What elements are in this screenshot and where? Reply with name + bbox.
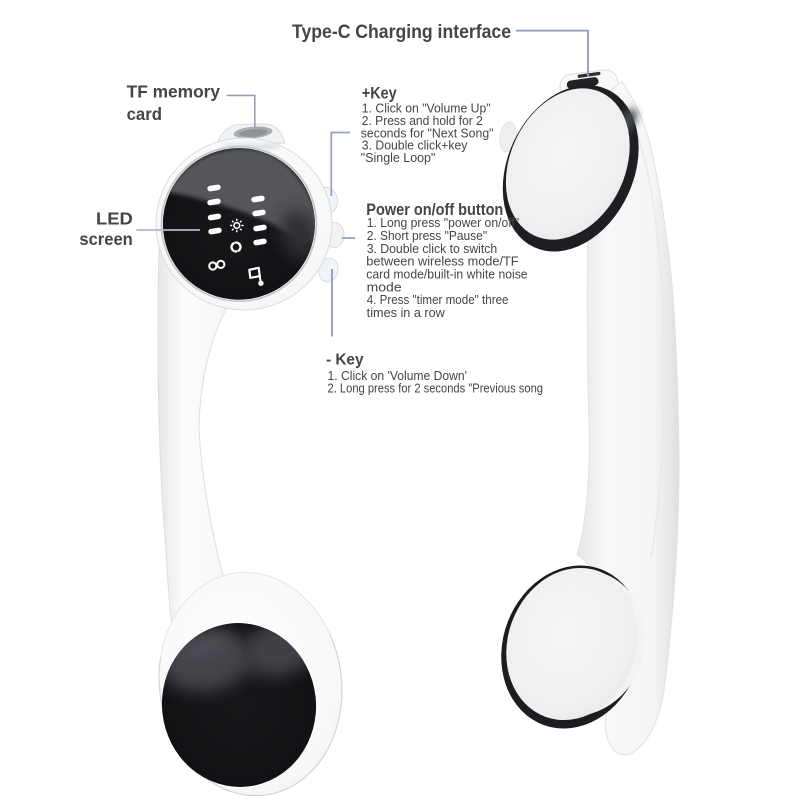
svg-text:between wireless mode/TF: between wireless mode/TF <box>366 255 519 269</box>
svg-text:1. Long press "power on/off": 1. Long press "power on/off" <box>367 216 519 230</box>
svg-text:2. Short press "Pause": 2. Short press "Pause" <box>367 229 487 243</box>
svg-text:1. Click on 'Volume Down': 1. Click on 'Volume Down' <box>328 368 468 383</box>
svg-text:3. Double click to switch: 3. Double click to switch <box>367 242 498 256</box>
svg-text:card mode/built-in white noise: card mode/built-in white noise <box>366 268 527 282</box>
svg-text:+Key: +Key <box>362 83 397 102</box>
svg-text:4. Press "timer mode" three: 4. Press "timer mode" three <box>367 293 509 307</box>
svg-text:2. Long press for 2 seconds "P: 2. Long press for 2 seconds "Previous so… <box>328 380 544 395</box>
svg-text:"Single Loop": "Single Loop" <box>361 151 436 165</box>
svg-text:TF memory: TF memory <box>127 82 221 102</box>
svg-text:2. Press and hold for 2: 2. Press and hold for 2 <box>362 114 483 128</box>
svg-text:Power on/off button: Power on/off button <box>366 200 503 219</box>
svg-text:LED: LED <box>96 209 133 229</box>
svg-text:screen: screen <box>79 229 132 249</box>
svg-text:3. Double click+key: 3. Double click+key <box>362 139 468 153</box>
svg-text:mode: mode <box>367 280 402 294</box>
svg-text:1. Click on "Volume Up": 1. Click on "Volume Up" <box>362 102 491 116</box>
svg-text:card: card <box>127 104 162 124</box>
svg-text:- Key: - Key <box>326 351 364 368</box>
svg-text:times in a row: times in a row <box>367 306 446 320</box>
svg-text:seconds for "Next Song": seconds for "Next Song" <box>361 126 494 140</box>
svg-text:Type-C Charging interface: Type-C Charging interface <box>292 22 511 43</box>
